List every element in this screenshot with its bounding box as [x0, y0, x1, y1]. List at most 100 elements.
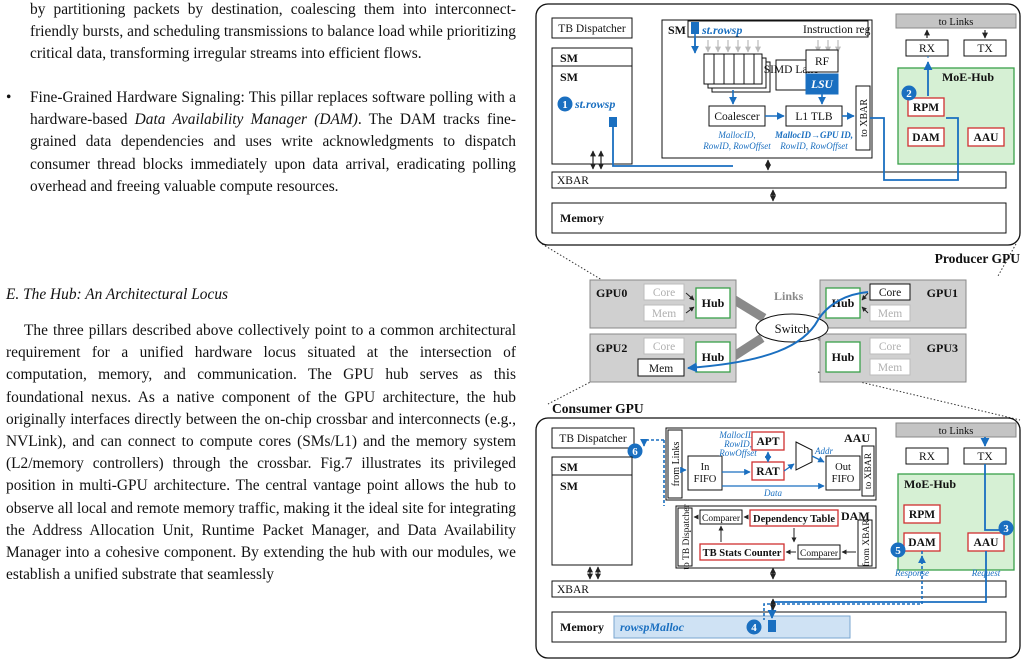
consumer-dependency-table	[749, 509, 839, 527]
producer-to-links	[895, 13, 1017, 29]
links-label: Links	[774, 289, 804, 303]
producer-lane-stack	[703, 53, 771, 93]
consumer-in-fifo	[687, 455, 723, 491]
producer-sm-label: SM	[560, 70, 578, 84]
switch-label: Switch	[775, 322, 810, 336]
producer-tx	[963, 39, 1007, 57]
consumer-memory-label: Memory	[560, 620, 604, 634]
producer-rx	[905, 39, 949, 57]
bullet-text-post: . The DAM tracks fine-grained data depen…	[30, 111, 517, 195]
step-6-marker	[627, 443, 643, 459]
step-3-marker	[998, 520, 1014, 536]
consumer-rowsp-malloc	[613, 615, 851, 639]
consumer-from-xbar	[857, 519, 873, 567]
producer-aau-label: AAU	[974, 132, 1000, 144]
producer-malloc-left-2: RowID, RowOffset	[702, 141, 771, 151]
consumer-rx-label: RX	[919, 451, 936, 463]
consumer-dependency-table-label: Dependency Table	[753, 514, 835, 525]
step-2-marker	[901, 85, 917, 101]
consumer-moe-hub-label: MoE-Hub	[904, 477, 956, 491]
consumer-data-block	[768, 620, 776, 632]
section-heading: E. The Hub: An Architectural Locus	[6, 286, 229, 303]
producer-malloc-right-1: MallocID→GPU ID,	[774, 130, 853, 140]
consumer-comparer-top-label: Comparer	[702, 514, 741, 524]
consumer-sm-front	[551, 474, 633, 566]
consumer-apt	[751, 431, 785, 451]
producer-st-rowsp: st.rowsp	[701, 23, 742, 37]
producer-rf	[805, 49, 839, 73]
gpu0-name: GPU0	[596, 286, 627, 300]
gpu2-core: Core	[653, 341, 675, 353]
producer-tb-dispatcher-label: TB Dispatcher	[558, 23, 626, 35]
consumer-out-fifo-2: FIFO	[832, 474, 855, 485]
consumer-data-label: Data	[763, 488, 783, 498]
producer-memory-label: Memory	[560, 211, 604, 225]
consumer-tb-stats-counter-label: TB Stats Counter	[703, 548, 782, 559]
producer-malloc-right-2: RowID, RowOffset	[779, 141, 848, 151]
consumer-dam-small-label: DAM	[908, 537, 936, 549]
producer-xbar-label: XBAR	[557, 175, 589, 187]
consumer-to-xbar-label: to XBAR	[864, 452, 874, 489]
consumer-in-fifo-1: In	[701, 462, 710, 473]
consumer-comparer-top	[699, 509, 743, 525]
consumer-rx	[905, 447, 949, 465]
gpu1-core: Core	[879, 287, 901, 299]
consumer-rat-label: RAT	[756, 466, 780, 478]
bullet-text-pre: Fine-Grained Hardware Signaling: This pi…	[30, 89, 516, 129]
producer-moe-hub-label: MoE-Hub	[942, 70, 994, 84]
producer-coalescer-label: Coalescer	[714, 111, 760, 123]
step-4-marker	[746, 619, 762, 635]
producer-rpm	[907, 97, 945, 117]
consumer-gpu-label: Consumer GPU	[552, 401, 644, 416]
producer-memory	[551, 202, 1007, 234]
gpu1-hub: Hub	[832, 296, 855, 310]
producer-sm-front	[551, 65, 633, 165]
consumer-to-links	[895, 422, 1017, 438]
consumer-rpm-label: RPM	[909, 509, 935, 521]
producer-sm-detail-label: SM	[668, 23, 686, 37]
consumer-tx-label: TX	[977, 451, 993, 463]
gpu0-core: Core	[653, 287, 675, 299]
consumer-sm-back-label: SM	[560, 460, 578, 474]
body-paragraph: The three pillars described above collec…	[6, 322, 516, 584]
consumer-comparer-bottom-label: Comparer	[800, 549, 839, 559]
consumer-to-tb-dispatcher-label: to TB Dispatcher	[682, 504, 692, 570]
consumer-aau-small-label: AAU	[974, 537, 1000, 549]
consumer-response-label: Response	[894, 568, 929, 578]
step-2-label: 2	[906, 88, 912, 100]
producer-tx-label: TX	[977, 43, 993, 55]
gpu2-mem: Mem	[649, 363, 673, 375]
producer-rx-label: RX	[919, 43, 936, 55]
step-5-label: 5	[895, 545, 901, 557]
step-6-label: 6	[632, 446, 638, 458]
consumer-addr-label: Addr	[814, 446, 833, 456]
gpu1-mem: Mem	[878, 308, 902, 320]
step-5-marker	[890, 542, 906, 558]
consumer-tb-dispatcher	[551, 427, 635, 449]
consumer-tb-dispatcher-label: TB Dispatcher	[559, 433, 627, 445]
producer-rpm-label: RPM	[913, 102, 939, 114]
producer-gpu-label: Producer GPU	[935, 251, 1021, 266]
producer-l1-tlb-label: L1 TLB	[795, 111, 832, 123]
producer-aau	[967, 127, 1005, 147]
producer-gpu: TB Dispatcher SM SM 1 st.rowsp SM st.row…	[535, 3, 1021, 246]
gpu3-hub: Hub	[832, 350, 855, 364]
producer-st-rowsp-left: st.rowsp	[574, 97, 615, 111]
consumer-sm-label: SM	[560, 479, 578, 493]
producer-instruction-reg: Instruction reg	[803, 24, 871, 36]
producer-rf-label: RF	[815, 56, 829, 68]
consumer-malloc-id-1: MallocID,	[718, 430, 756, 440]
gpu0-mem: Mem	[652, 308, 676, 320]
producer-xbar	[551, 171, 1007, 189]
step-1-label: 1	[562, 99, 568, 111]
bullet-text: Fine-Grained Hardware Signaling: This pi…	[30, 87, 516, 198]
consumer-tb-stats-counter	[699, 543, 785, 561]
consumer-gpu: TB Dispatcher 6 SM SM AAU from Links In …	[535, 417, 1021, 659]
gpu2-name: GPU2	[596, 341, 627, 355]
consumer-apt-label: APT	[757, 436, 780, 448]
consumer-out-fifo	[825, 455, 861, 491]
producer-data-block	[609, 117, 617, 127]
consumer-aau-label: AAU	[844, 431, 870, 445]
consumer-from-links-label: from Links	[671, 442, 682, 487]
producer-simd-lane	[775, 59, 807, 91]
